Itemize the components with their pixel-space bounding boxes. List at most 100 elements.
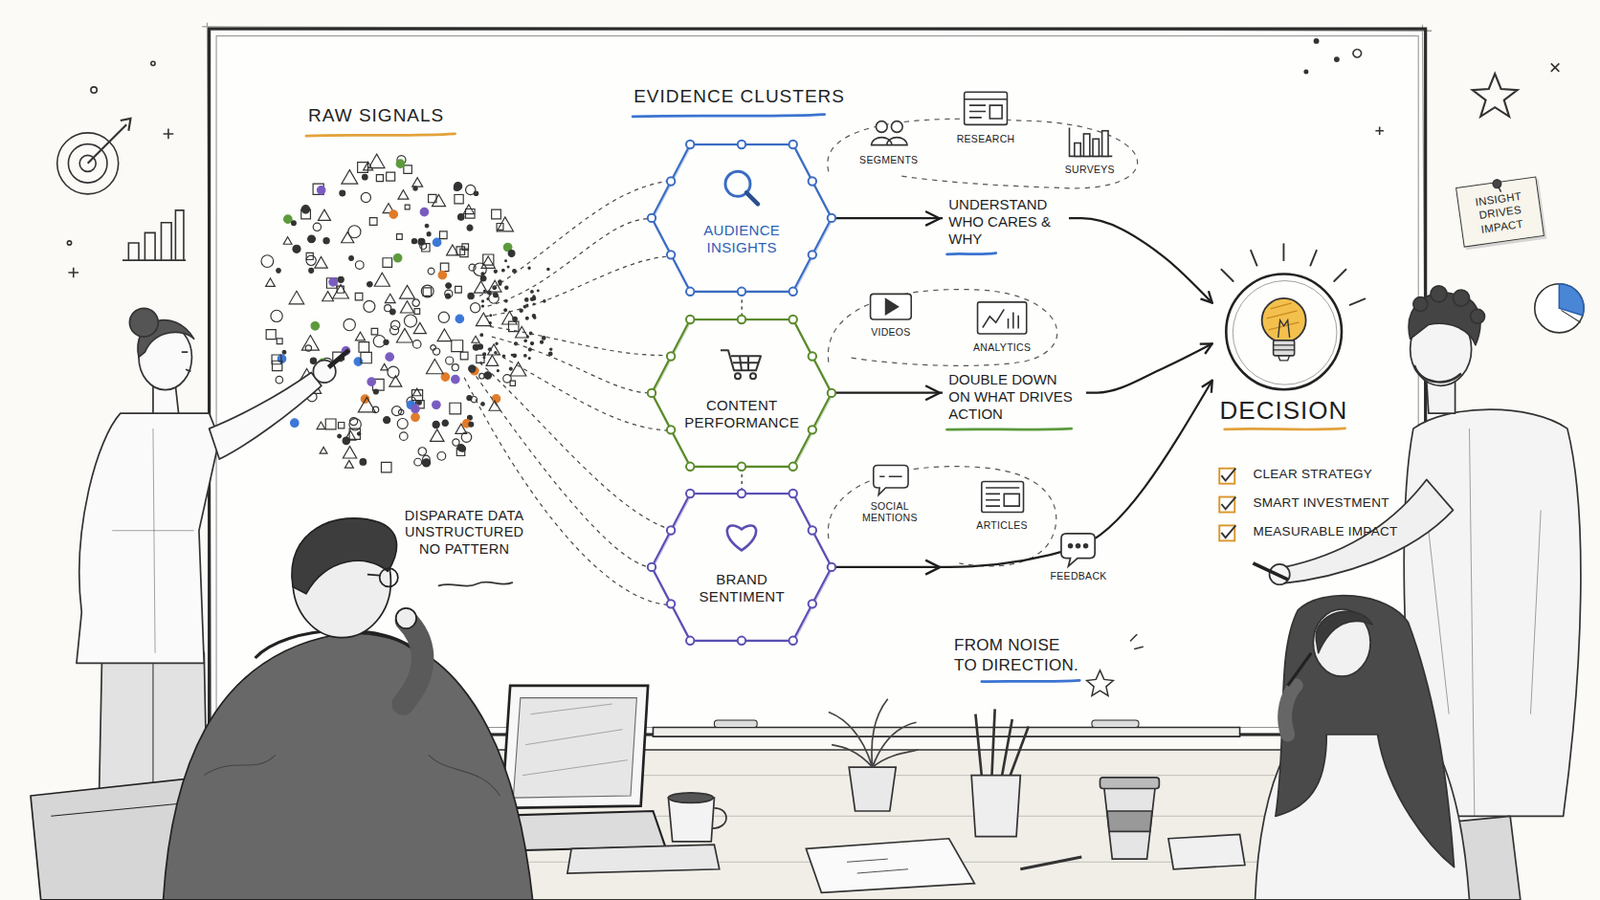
underlines bbox=[632, 114, 824, 117]
signal-dot bbox=[368, 154, 385, 168]
signal-dot bbox=[413, 186, 418, 191]
signal-dot bbox=[383, 339, 389, 345]
signal-dot bbox=[488, 400, 501, 411]
cluster-hexagon bbox=[808, 526, 817, 534]
signal-dot bbox=[290, 419, 300, 428]
signal-dot bbox=[508, 321, 518, 332]
cluster-hexagon bbox=[651, 319, 832, 467]
corner-doodles bbox=[90, 87, 97, 93]
signal-dot bbox=[451, 375, 461, 384]
signal-dot bbox=[486, 355, 498, 367]
standing-woman bbox=[76, 413, 220, 664]
signal-dot bbox=[418, 447, 426, 456]
laptop bbox=[512, 698, 637, 800]
signal-dot bbox=[438, 270, 447, 280]
desk-items bbox=[971, 776, 1021, 838]
signal-dot bbox=[360, 352, 372, 363]
cluster-hexagon bbox=[686, 637, 694, 645]
signal-dot bbox=[333, 285, 350, 299]
signal-dot bbox=[445, 356, 454, 365]
signal-dot bbox=[309, 267, 314, 273]
underlines bbox=[1130, 635, 1143, 650]
signal-dot bbox=[326, 278, 336, 289]
signal-dot bbox=[412, 340, 422, 350]
cluster-hexagon bbox=[653, 494, 834, 643]
signal-dot bbox=[507, 266, 510, 268]
signal-dot bbox=[389, 309, 396, 315]
cluster-hexagon bbox=[647, 214, 656, 223]
cluster-hexagon bbox=[647, 563, 656, 572]
signal-dot bbox=[530, 341, 534, 345]
decision-circle bbox=[1272, 345, 1294, 361]
signal-dot bbox=[444, 289, 453, 298]
checkboxes bbox=[1219, 468, 1236, 542]
signal-dot bbox=[483, 278, 486, 281]
signal-dot bbox=[283, 237, 292, 245]
dotted-link bbox=[740, 467, 743, 492]
standing-man bbox=[1414, 365, 1462, 383]
signal-dot bbox=[363, 300, 376, 312]
evidence-loops bbox=[827, 118, 1138, 567]
cluster-hexagon bbox=[737, 140, 746, 149]
signal-dot bbox=[427, 267, 435, 275]
source-icons bbox=[982, 309, 1019, 329]
decision-circle bbox=[1225, 273, 1342, 390]
signal-dot bbox=[421, 285, 434, 298]
signal-dot bbox=[396, 159, 405, 169]
signal-dot bbox=[467, 292, 474, 299]
signal-dot bbox=[398, 190, 409, 200]
signal-dot bbox=[548, 352, 553, 356]
signal-dot bbox=[422, 455, 431, 464]
cluster-hexagon bbox=[737, 314, 746, 323]
decision-circle bbox=[1232, 280, 1337, 385]
signal-dot bbox=[439, 231, 447, 240]
feedback-icon bbox=[1061, 533, 1095, 567]
signal-dot bbox=[317, 209, 331, 221]
corner-doodles bbox=[1534, 284, 1584, 334]
signal-dot bbox=[411, 239, 417, 245]
source-icons bbox=[871, 137, 908, 146]
signal-dot bbox=[301, 209, 312, 220]
signal-dot bbox=[397, 418, 408, 429]
signal-dot bbox=[360, 192, 371, 202]
cluster-hexagon: CONTENT PERFORMANCE bbox=[649, 317, 834, 469]
signal-dot bbox=[374, 272, 390, 287]
signal-dot bbox=[481, 402, 486, 407]
signal-dot bbox=[488, 321, 491, 324]
signal-dot bbox=[525, 316, 529, 320]
source-label: VIDEOS bbox=[870, 326, 911, 339]
decision-heading: DECISION bbox=[1220, 396, 1349, 426]
signal-dot bbox=[291, 221, 297, 226]
source-icons bbox=[1092, 138, 1099, 156]
underlines bbox=[947, 428, 1072, 430]
cluster-hexagon bbox=[647, 388, 656, 397]
desk-items bbox=[1168, 835, 1245, 870]
cluster-hexagon bbox=[789, 140, 798, 149]
corner-doodles bbox=[66, 241, 71, 245]
source-icons bbox=[964, 91, 1008, 125]
signal-dot bbox=[505, 260, 508, 263]
signal-dot bbox=[357, 162, 369, 174]
signal-dot bbox=[329, 278, 338, 288]
underlines bbox=[947, 253, 997, 255]
source-icons bbox=[879, 475, 902, 478]
source-icons bbox=[1083, 133, 1089, 156]
signal-dot bbox=[337, 434, 342, 439]
signal-dot bbox=[404, 204, 410, 210]
signal-trails bbox=[479, 362, 670, 531]
signal-trails bbox=[479, 180, 670, 296]
feedback-icon bbox=[1076, 544, 1081, 549]
checkboxes bbox=[1221, 468, 1236, 482]
cluster-hexagon bbox=[808, 425, 817, 434]
cluster-hexagon bbox=[686, 140, 694, 149]
signal-dot bbox=[400, 285, 416, 299]
cluster-hexagon: AUDIENCE INSIGHTS bbox=[649, 142, 834, 294]
evidence-loops bbox=[827, 118, 1138, 189]
underlines bbox=[981, 680, 1080, 682]
source-label: RESEARCH bbox=[956, 133, 1016, 146]
signal-dot bbox=[282, 350, 287, 355]
signal-dot bbox=[276, 268, 282, 274]
signal-dot bbox=[541, 336, 546, 341]
seated-woman bbox=[1275, 596, 1455, 868]
